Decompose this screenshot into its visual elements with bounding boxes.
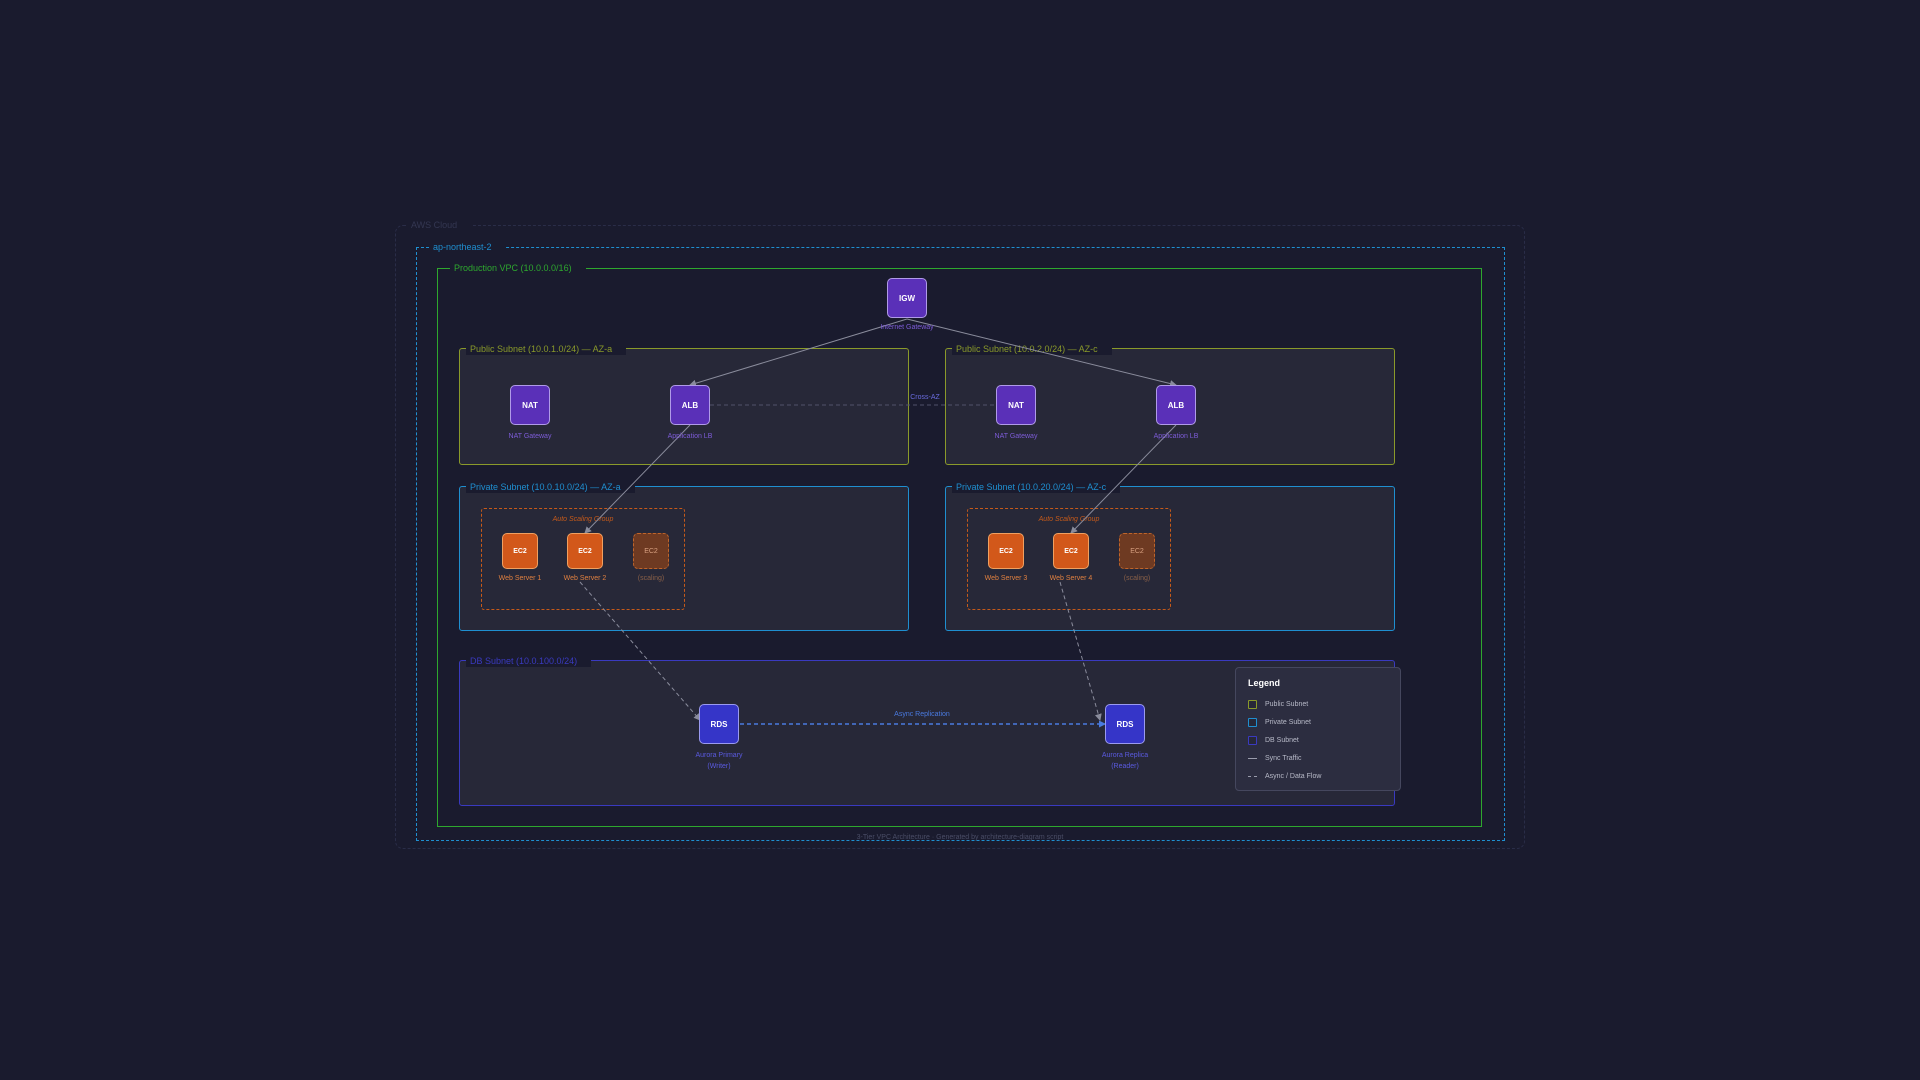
ec2-web-server-4-node[interactable]: EC2: [1053, 533, 1089, 569]
ec2-scaling-az-a-node[interactable]: EC2: [633, 533, 669, 569]
region-zone: ap-northeast-2: [416, 241, 1505, 841]
edge-igw-to-alb-c: [906, 318, 1177, 387]
ec2-web-server-2-node[interactable]: EC2: [567, 533, 603, 569]
edge-alb-c-to-ec2-4: [1070, 424, 1177, 534]
nat-gateway-az-c-caption: NAT Gateway: [994, 433, 1038, 440]
ec2-web-server-1-node[interactable]: EC2: [502, 533, 538, 569]
rds-aurora-primary-caption: Aurora Primary: [695, 752, 743, 759]
rds-aurora-replica-caption: Aurora Replica: [1101, 752, 1149, 759]
public-subnet-swatch: [1248, 699, 1257, 709]
vpc-zone: Production VPC (10.0.0.0/16): [437, 262, 1482, 827]
legend-label-async-flow: Async / Data Flow: [1265, 772, 1322, 780]
internet-gateway-caption: Internet Gateway: [880, 324, 934, 331]
legend-item-async-flow: Async / Data Flow: [1248, 767, 1388, 785]
nat-gateway-az-a-caption: NAT Gateway: [508, 433, 552, 440]
footer-caption: 3-Tier VPC Architecture · Generated by a…: [856, 834, 1064, 841]
edge-igw-to-alb-a: [689, 318, 908, 387]
cross-az-label: Cross-AZ: [910, 394, 940, 401]
alb-az-c-node[interactable]: ALB: [1156, 385, 1196, 425]
ec2-web-server-2-caption: Web Server 2: [563, 575, 607, 582]
legend-item-public-subnet: Public Subnet: [1248, 695, 1388, 713]
legend-label-sync-traffic: Sync Traffic: [1265, 754, 1302, 762]
sync-traffic-line-icon: [1248, 757, 1257, 759]
vpc-label: Production VPC (10.0.0.0/16): [450, 262, 586, 274]
region-label: ap-northeast-2: [429, 241, 506, 253]
nat-gateway-az-a-node[interactable]: NAT: [510, 385, 550, 425]
legend-item-sync-traffic: Sync Traffic: [1248, 749, 1388, 767]
edge-alb-a-to-ec2-2: [584, 424, 691, 534]
rds-aurora-primary-node[interactable]: RDS: [699, 704, 739, 744]
edge-ec2-4-to-rds-replica: [1059, 581, 1102, 721]
edge-ec2-2-to-rds-primary: [579, 581, 701, 721]
aws-cloud-zone: AWS Cloud: [395, 219, 1525, 849]
auto-scaling-group-az-a: [481, 508, 685, 610]
aws-cloud-label: AWS Cloud: [407, 219, 472, 231]
legend-panel: Legend Public Subnet Private Subnet DB S…: [1235, 667, 1401, 791]
db-subnet-label: DB Subnet (10.0.100.0/24): [466, 655, 592, 667]
async-replication-label: Async Replication: [894, 711, 950, 718]
auto-scaling-group-az-c-label: Auto Scaling Group: [1038, 516, 1100, 523]
rds-aurora-replica-role: (Reader): [1111, 763, 1139, 770]
legend-title: Legend: [1248, 678, 1281, 688]
ec2-web-server-3-node[interactable]: EC2: [988, 533, 1024, 569]
private-subnet-swatch: [1248, 717, 1257, 727]
public-subnet-az-a-label: Public Subnet (10.0.1.0/24) — AZ-a: [466, 343, 627, 355]
ec2-web-server-4-caption: Web Server 4: [1049, 575, 1093, 582]
ec2-web-server-3-caption: Web Server 3: [984, 575, 1028, 582]
ec2-web-server-1-caption: Web Server 1: [498, 575, 542, 582]
async-flow-line-icon: [1248, 775, 1257, 777]
auto-scaling-group-az-a-label: Auto Scaling Group: [552, 516, 614, 523]
alb-az-a-caption: Application LB: [667, 433, 713, 440]
nat-gateway-az-c-node[interactable]: NAT: [996, 385, 1036, 425]
auto-scaling-group-az-c: [967, 508, 1171, 610]
ec2-scaling-az-a-caption: (scaling): [637, 575, 665, 582]
alb-az-a-node[interactable]: ALB: [670, 385, 710, 425]
internet-gateway-node[interactable]: IGW: [887, 278, 927, 318]
private-subnet-az-c-label: Private Subnet (10.0.20.0/24) — AZ-c: [952, 481, 1121, 493]
rds-aurora-primary-role: (Writer): [707, 763, 731, 770]
legend-item-private-subnet: Private Subnet: [1248, 713, 1388, 731]
legend-label-public-subnet: Public Subnet: [1265, 700, 1309, 708]
ec2-scaling-az-c-caption: (scaling): [1123, 575, 1151, 582]
alb-az-c-caption: Application LB: [1153, 433, 1199, 440]
ec2-scaling-az-c-node[interactable]: EC2: [1119, 533, 1155, 569]
rds-aurora-replica-node[interactable]: RDS: [1105, 704, 1145, 744]
private-subnet-az-a-label: Private Subnet (10.0.10.0/24) — AZ-a: [466, 481, 635, 493]
legend-label-private-subnet: Private Subnet: [1265, 718, 1311, 726]
legend-label-db-subnet: DB Subnet: [1265, 736, 1299, 744]
db-subnet-swatch: [1248, 735, 1257, 745]
legend-item-db-subnet: DB Subnet: [1248, 731, 1388, 749]
public-subnet-az-c-label: Public Subnet (10.0.2.0/24) — AZ-c: [952, 343, 1112, 355]
